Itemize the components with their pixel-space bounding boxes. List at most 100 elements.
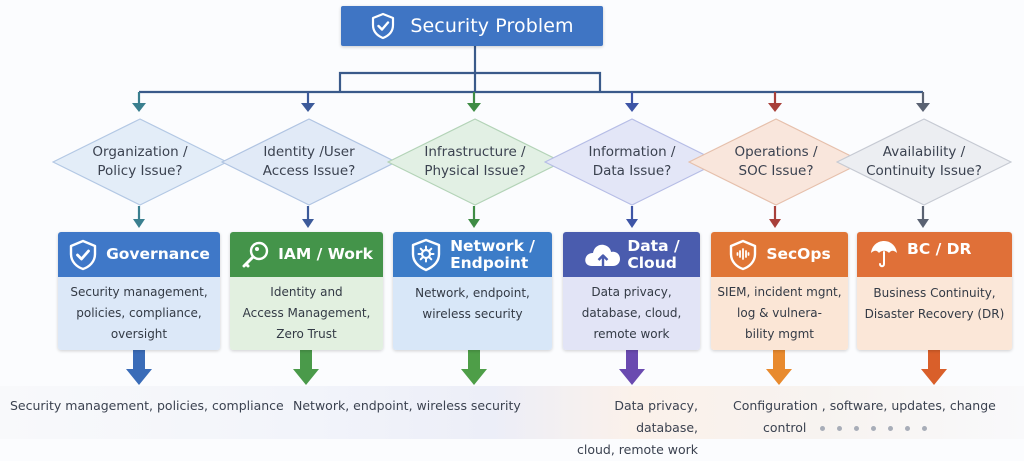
card-line: Zero Trust [276, 327, 337, 341]
card-line: log & vulnera- [737, 306, 822, 320]
question-line2: Access Issue? [262, 163, 356, 179]
card-line: Identity and [270, 285, 343, 299]
outcome-line: Security management, policies, complianc… [10, 398, 284, 413]
card-header: IAM / Work [230, 232, 383, 277]
outcome-line: control [763, 420, 807, 435]
decision-arrow-head [769, 219, 781, 228]
outcome-arrow-stem [468, 350, 480, 370]
card-title: Data /Cloud [627, 236, 680, 272]
card-line: policies, compliance, [76, 306, 202, 320]
card-title: SecOps [766, 245, 831, 263]
question-availability: Availability /Continuity Issue? [836, 118, 1012, 206]
outcome-arrow-stem [300, 350, 312, 370]
shield-check-icon [372, 12, 395, 40]
card-body: Business Continuity, Disaster Recovery (… [857, 277, 1012, 350]
card-line: bility mgmt [745, 327, 814, 341]
shield-gear-icon [411, 238, 441, 271]
question-line1: Organization / [92, 144, 188, 160]
title-box: Security Problem [341, 6, 603, 46]
card-line: Data privacy, [591, 285, 672, 299]
outcome-arrow-head [766, 369, 792, 385]
card-line: Business Continuity, [873, 286, 996, 300]
card-header: Governance [58, 232, 220, 277]
ellipsis-dot [871, 426, 877, 431]
branch-arrow-head [132, 103, 146, 112]
outcome-arrow-stem [133, 350, 145, 370]
card-title: BC / DR [907, 240, 972, 258]
card-title-line: Network / [450, 236, 535, 255]
outcome-arrow-stem [928, 350, 940, 370]
outcome-arrow-head [126, 369, 152, 385]
connector-lines [126, 46, 947, 385]
decision-diamond [688, 118, 864, 206]
outcome-config: Configuration , software, updates, chang… [733, 395, 996, 439]
outcome-arrow-head [619, 369, 645, 385]
outcome-line: cloud, remote work [577, 442, 698, 457]
question-line1: Operations / [734, 144, 818, 160]
card-line: database, cloud, [581, 306, 682, 320]
outcome-line: Data privacy, database, [614, 398, 698, 435]
card-iam: IAM / Work Identity and Access Managemen… [230, 232, 383, 350]
outcome-governance: Security management, policies, complianc… [10, 395, 284, 417]
outcome-arrow-head [293, 369, 319, 385]
question-line2: SOC Issue? [738, 163, 814, 179]
question-information: Information /Data Issue? [544, 118, 720, 206]
question-line2: Data Issue? [592, 163, 672, 179]
shield-signal-icon [730, 239, 757, 270]
outcome-network: Network, endpoint, wireless security [293, 395, 521, 417]
question-line1: Infrastructure / [424, 144, 526, 160]
page-title: Security Problem [410, 15, 574, 37]
ellipsis-dot [820, 426, 826, 431]
decision-diamond [836, 118, 1012, 206]
umbrella-icon [871, 241, 897, 268]
decision-diamond [544, 118, 720, 206]
decision-diamond [387, 118, 563, 206]
card-title: IAM / Work [278, 245, 373, 263]
decision-arrow-head [917, 219, 929, 228]
decision-arrow-head [626, 219, 638, 228]
card-title-line: Endpoint [450, 253, 529, 272]
card-header: Data /Cloud [563, 232, 700, 277]
card-header: SecOps [711, 232, 848, 277]
card-line: Security management, [70, 285, 208, 299]
card-title-line: Cloud [627, 253, 677, 272]
key-icon [242, 241, 269, 267]
card-data: Data /Cloud Data privacy, database, clou… [563, 232, 700, 350]
card-line: remote work [593, 327, 670, 341]
outcomes-band [0, 386, 1024, 439]
branch-bracket [338, 71, 602, 92]
outcome-arrow-stem [773, 350, 785, 370]
ellipsis-dot [922, 426, 928, 431]
card-title-line: Data / [627, 236, 680, 255]
decision-arrow-head [302, 219, 314, 228]
card-line: SIEM, incident mgnt, [717, 285, 842, 299]
outcome-arrow-stem [626, 350, 638, 370]
outcome-line: Network, endpoint, wireless security [293, 398, 521, 413]
branch-arrow-head [625, 103, 639, 112]
cloud-upload-icon [585, 244, 621, 266]
decision-arrow-head [468, 219, 480, 228]
decision-diamond [52, 118, 228, 206]
ellipsis-dot [905, 426, 911, 431]
card-line: Access Management, [242, 306, 371, 320]
question-line2: Physical Issue? [424, 163, 526, 179]
card-body: Identity and Access Management, Zero Tru… [230, 277, 383, 350]
card-title: Governance [106, 245, 210, 263]
decision-diamond [221, 118, 397, 206]
question-line1: Identity /User [263, 144, 355, 160]
outcome-arrow-head [461, 369, 487, 385]
card-line: Network, endpoint, [415, 286, 530, 300]
card-bcdr: BC / DR Business Continuity, Disaster Re… [857, 232, 1012, 350]
card-body: Security management, policies, complianc… [58, 277, 220, 350]
card-line: Disaster Recovery (DR) [864, 307, 1005, 321]
branch-arrow-head [467, 103, 481, 112]
outcome-data: Data privacy, database, cloud, remote wo… [550, 395, 698, 461]
branch-arrow-head [768, 103, 782, 112]
question-infrastructure: Infrastructure / Physical Issue? [387, 118, 563, 206]
ellipsis-dot [888, 426, 894, 431]
branch-arrow-head [301, 103, 315, 112]
decision-arrow-head [133, 219, 145, 228]
question-line1: Availability / [882, 144, 966, 160]
shield-check-icon [69, 239, 97, 270]
branch-arrow-head [916, 103, 930, 112]
